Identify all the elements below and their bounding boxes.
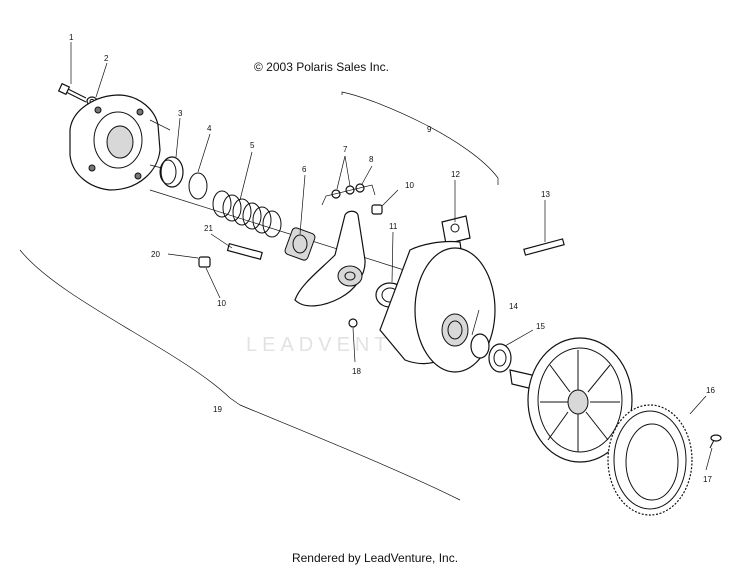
plug-part-10-upper[interactable] [371,204,383,215]
callout-2: 2 [104,54,109,63]
screw-part-17[interactable] [709,434,722,449]
callout-16: 16 [706,386,715,395]
callout-10-upper: 10 [405,181,414,190]
footer-credit: Rendered by LeadVenture, Inc. [291,551,459,565]
bracket-part-9 [341,91,499,185]
callout-1: 1 [69,33,74,42]
callout-7: 7 [343,145,348,154]
pin-part-21[interactable] [226,242,263,260]
washer-part-15[interactable] [470,333,512,373]
copyright-notice: © 2003 Polaris Sales Inc. [254,60,389,74]
callout-3: 3 [178,109,183,118]
callout-19: 19 [213,405,222,414]
nut-part-7[interactable] [331,185,355,199]
callout-11: 11 [389,222,398,231]
bracket-outline [321,184,376,206]
pin-part-13[interactable] [523,238,565,256]
assembly-axis [149,189,421,276]
clip-part-12[interactable] [441,215,471,245]
callout-8: 8 [369,155,374,164]
callout-6: 6 [302,165,307,174]
callout-20: 20 [151,250,160,259]
snap-ring-part-4[interactable] [188,172,208,200]
callout-labels: 1 2 3 4 5 6 7 8 9 10 10 11 12 13 14 15 1… [69,33,715,484]
bracket-part-19 [19,249,461,501]
plug-part-10-lower[interactable] [198,256,211,268]
callout-18: 18 [352,367,361,376]
spring-part-5[interactable] [212,190,282,238]
callout-17: 17 [703,475,712,484]
callout-9: 9 [427,125,432,134]
callout-4: 4 [207,124,212,133]
bushing-part-3[interactable] [159,156,184,188]
leader-lines [70,42,713,471]
weight-arm[interactable] [294,210,366,307]
callout-10-lower: 10 [217,299,226,308]
callout-13: 13 [541,190,550,199]
spider-part-6[interactable] [284,227,316,262]
ring-gear-part-16[interactable] [607,404,693,516]
callout-21: 21 [204,224,213,233]
callout-14: 14 [509,302,518,311]
callout-12: 12 [451,170,460,179]
nut-part-18[interactable] [348,318,358,328]
cover-plate[interactable] [69,94,171,191]
bolt-part-1[interactable] [57,82,87,103]
callout-15: 15 [536,322,545,331]
callout-5: 5 [250,141,255,150]
fixed-sheave[interactable] [509,337,633,463]
